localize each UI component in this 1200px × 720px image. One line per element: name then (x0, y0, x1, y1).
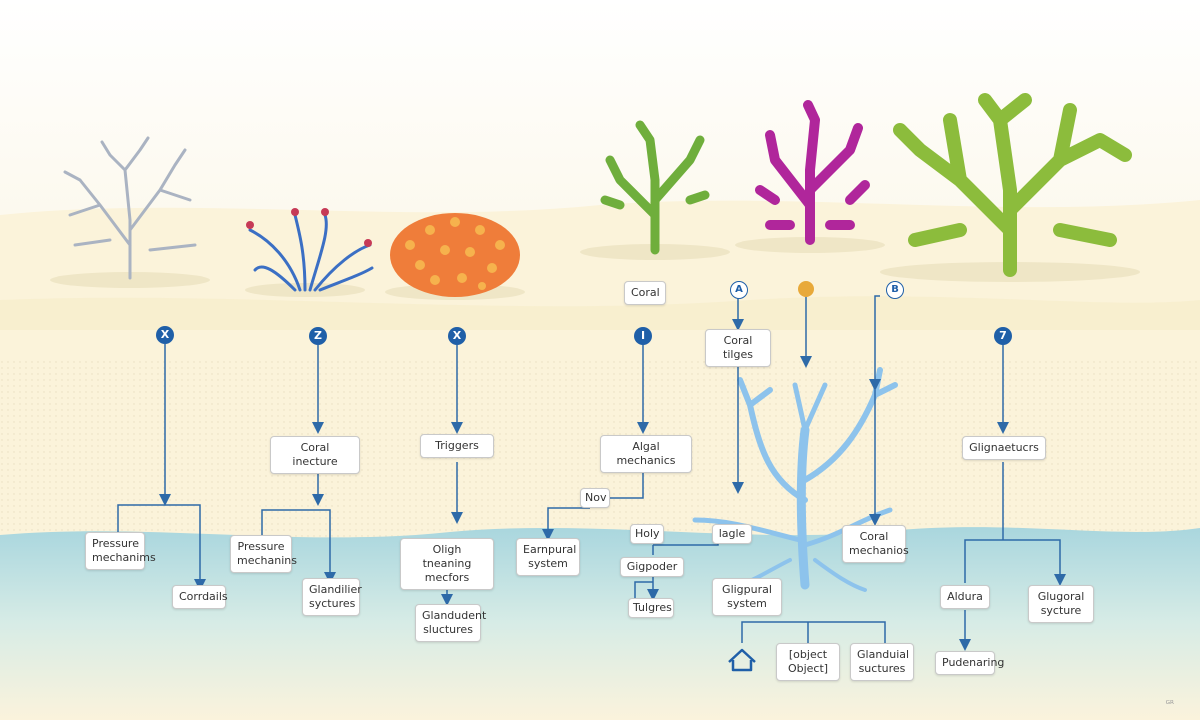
label-coral-lineage: Coral tilges (705, 329, 771, 367)
step-badge-5: A (730, 281, 748, 299)
label-pudenaring: Pudenaring (935, 651, 1004, 675)
step-badge-7: B (886, 281, 904, 299)
label-gligpural: Gligpural system (712, 578, 782, 616)
corner-watermark: ᴳᴿ (1165, 700, 1174, 710)
label-pressure-left: Pressure mechanims (85, 532, 156, 570)
green-coral-icon (580, 120, 730, 260)
step-badge-8: 7 (994, 327, 1012, 345)
lime-coral-icon (880, 93, 1140, 282)
orange-coral-icon (385, 213, 525, 300)
label-corrdails: Corrdails (172, 585, 228, 609)
magenta-coral-icon (735, 100, 885, 253)
step-badge-4: I (634, 327, 652, 345)
label-lagle: lagle (712, 524, 752, 544)
label-triggers: Triggers (420, 434, 494, 458)
label-coral-structure: Coral inecture (270, 436, 360, 474)
connectors (117, 295, 1066, 651)
label-coral-mechanics: Coral mechanios (842, 525, 909, 563)
label-pressure-mid: Pressure mechanins (230, 535, 297, 573)
label-holy: Holy (630, 524, 664, 544)
coral-gray-icon (50, 136, 210, 288)
label-glandular-structures: Glandilier syctures (302, 578, 362, 616)
label-tulgres: Tulgres (628, 598, 674, 618)
label-glugoral: Glugoral sycture (1028, 585, 1094, 623)
step-badge-2: Z (309, 327, 327, 345)
label-aldura: Aldura (940, 585, 990, 609)
sand-ridge (0, 296, 1200, 330)
water-band (0, 527, 1200, 720)
step-badge-6 (798, 281, 814, 297)
label-7-algin: [object Object] (776, 643, 840, 681)
label-glanduial: Glanduial suctures (850, 643, 914, 681)
label-oligh-meaning: Oligh tneaning mecfors (400, 538, 494, 590)
sea-anemone-icon (245, 208, 374, 297)
step-badge-3: X (448, 327, 466, 345)
label-algal-mechanics: Algal mechanics (600, 435, 692, 473)
label-gigpoder: Gigpoder (620, 557, 684, 577)
label-glandudent: Glandudent sluctures (415, 604, 486, 642)
label-glignactures: Glignaetucrs (962, 436, 1046, 460)
home-icon (728, 648, 756, 672)
label-earnpural: Earnpural system (516, 538, 580, 576)
step-badge-1: X (156, 326, 174, 344)
label-nov: Nov (580, 488, 610, 508)
label-coral-top: Coral (624, 281, 666, 305)
